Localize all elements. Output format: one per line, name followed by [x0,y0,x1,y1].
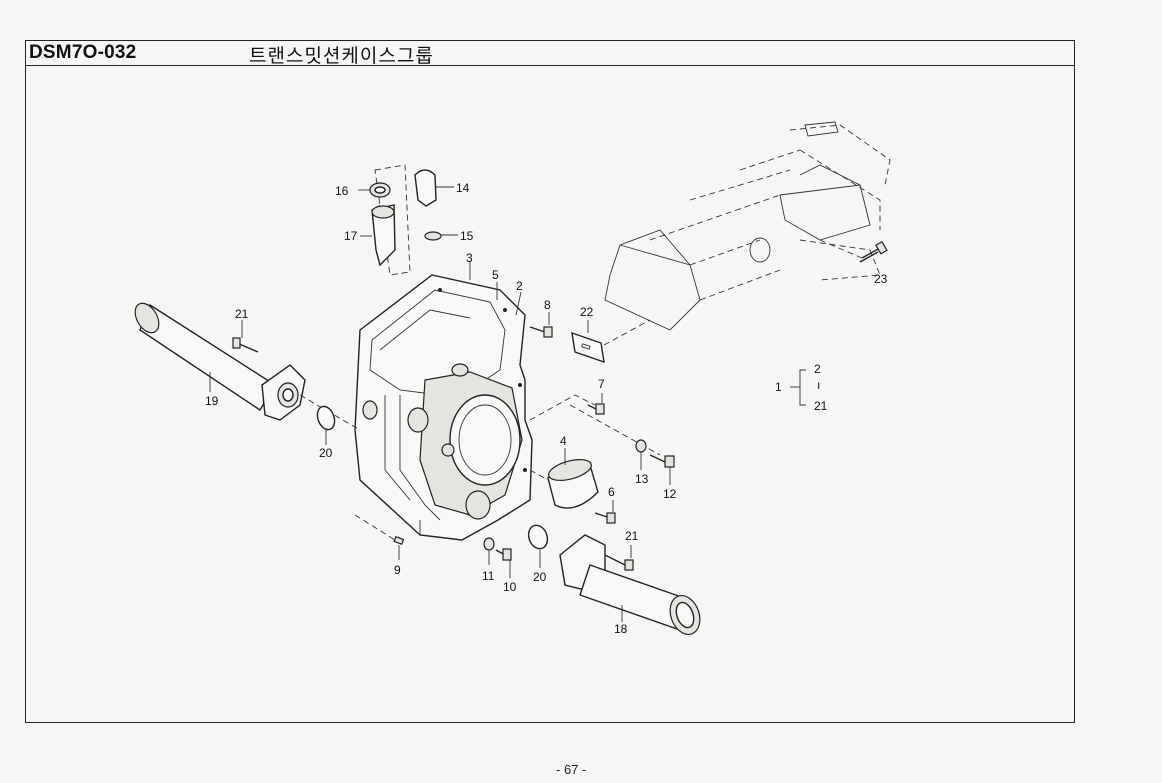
bolt-8 [529,312,553,338]
legend-2: 2 [814,362,821,376]
drawing-title: 트랜스밋션케이스그룹 [249,45,434,67]
bolt-21-left [232,320,259,353]
bolt-7 [529,393,605,421]
axle-housing-19 [134,302,361,431]
callout-17: 17 [344,229,358,243]
title-block: DSM7O-032 트랜스밋션케이스그룹 [26,41,1074,67]
callout-21-right: 21 [625,529,639,543]
gasket-20-right [527,524,549,568]
assembly-legend [790,369,806,406]
page-number: - 67 - [556,762,587,777]
callout-19: 19 [205,394,219,408]
bolt-21-right [604,545,634,571]
transmission-case-3 [354,262,533,541]
callout-8: 8 [544,298,551,312]
callout-15: 15 [460,229,474,243]
pin-9 [354,514,405,560]
tractor-frame-outline [604,121,891,331]
axle-housing-18 [559,534,701,635]
callout-14: 14 [456,181,470,195]
callout-5: 5 [492,268,499,282]
callout-6: 6 [608,485,615,499]
legend-21: 21 [814,399,828,413]
callout-18: 18 [614,622,628,636]
washer-13-bolt-12 [569,404,675,485]
bolt-23 [819,239,888,263]
drawing-code: DSM7O-032 [29,42,137,63]
bolt-6 [594,500,616,524]
ring-4 [529,448,599,509]
gasket-20-left [316,405,336,445]
callout-4: 4 [560,434,567,448]
callout-20-left: 20 [319,446,333,460]
callout-20-right: 20 [533,570,547,584]
callout-12: 12 [663,487,677,501]
callout-10: 10 [503,580,517,594]
callout-7: 7 [598,377,605,391]
callout-13: 13 [635,472,649,486]
callout-2-case: 2 [516,279,523,293]
callout-3: 3 [466,251,473,265]
callout-23: 23 [874,272,888,286]
drawing-frame: DSM7O-032 트랜스밋션케이스그룹 [25,40,1075,723]
callout-21-left: 21 [235,307,249,321]
fittings-14-17 [358,164,458,276]
washer-11-bolt-10 [483,537,512,578]
callout-9: 9 [394,563,401,577]
legend-1: 1 [775,380,782,394]
callout-22: 22 [580,305,594,319]
callout-16: 16 [335,184,349,198]
callout-11: 11 [482,569,495,583]
plate-22 [571,319,651,364]
legend-range-mark: ı [817,378,820,392]
